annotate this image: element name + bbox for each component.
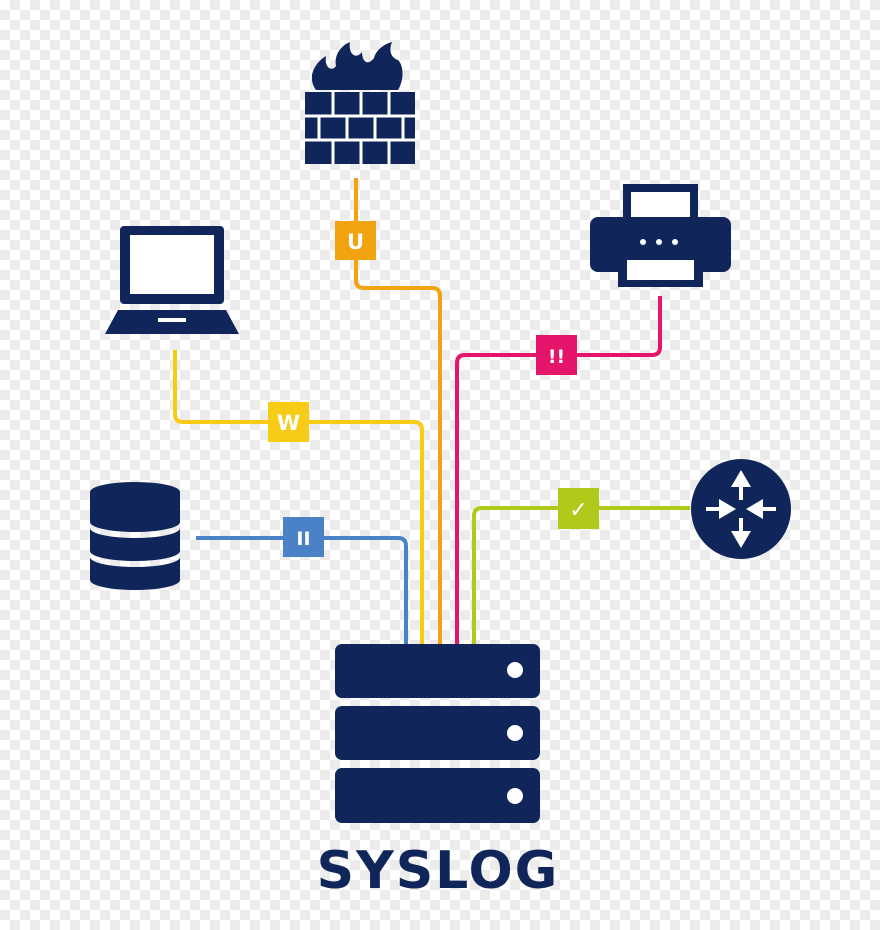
firewall-flames bbox=[311, 42, 403, 90]
badge-printer-label: !! bbox=[548, 346, 565, 368]
laptop-connector bbox=[173, 350, 424, 644]
router-connector bbox=[472, 506, 690, 644]
badge-router: ✓ bbox=[558, 488, 599, 529]
firewall-connector bbox=[354, 178, 442, 644]
badge-router-label: ✓ bbox=[569, 498, 587, 523]
database-icon bbox=[90, 482, 180, 590]
firewall-icon bbox=[305, 42, 415, 164]
router-icon bbox=[691, 459, 791, 559]
database-connector bbox=[196, 536, 408, 644]
server-icon bbox=[335, 644, 540, 823]
laptop-icon bbox=[105, 226, 239, 334]
badge-firewall: U bbox=[335, 221, 376, 260]
badge-laptop: W bbox=[268, 402, 309, 442]
badge-firewall-label: U bbox=[347, 230, 364, 254]
badge-laptop-label: W bbox=[277, 411, 300, 435]
badge-printer: !! bbox=[536, 335, 577, 375]
badge-database: II bbox=[283, 517, 324, 557]
printer-icon bbox=[590, 184, 731, 287]
badge-database-label: II bbox=[296, 528, 310, 550]
diagram-title: SYSLOG bbox=[317, 841, 560, 901]
